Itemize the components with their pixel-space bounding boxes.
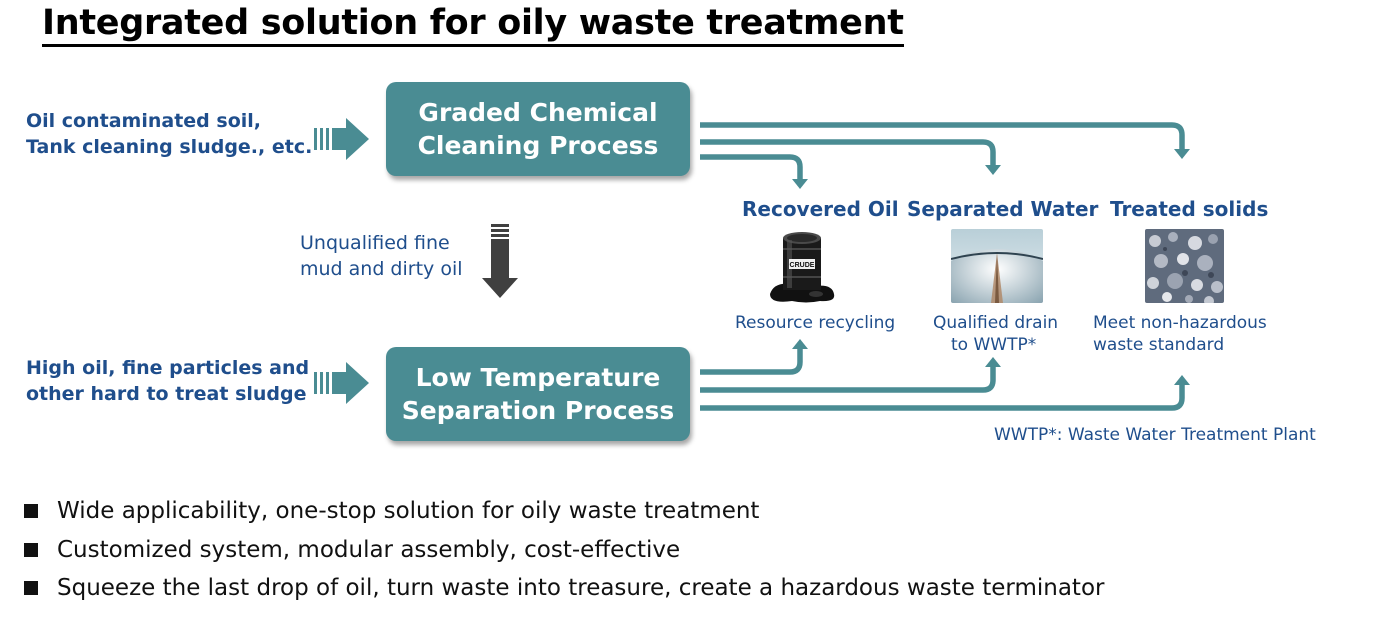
process-lowtemp-line-2: Separation Process [401, 396, 675, 425]
transfer-note-line-2: mud and dirty oil [300, 258, 463, 280]
input-label-top-line-1: Oil contaminated soil, [26, 110, 261, 132]
output-desc-separated-water: Qualified drain to WWTP* [933, 312, 1058, 356]
output-title-separated-water: Separated Water [907, 197, 1099, 221]
input-label-bottom-line-2: other hard to treat sludge [26, 383, 307, 405]
bullet-text: Squeeze the last drop of oil, turn waste… [57, 575, 1105, 601]
process-chemical-line-2: Cleaning Process [417, 131, 659, 160]
output-desc-treated-solids-line-1: Meet non-hazardous [1093, 313, 1267, 333]
bullet-item: Squeeze the last drop of oil, turn waste… [24, 569, 1104, 608]
bullet-list: Wide applicability, one-stop solution fo… [24, 492, 1104, 608]
top-flow-arrows [700, 122, 1185, 180]
input-arrow-top [314, 118, 369, 160]
bullet-text: Customized system, modular assembly, cos… [57, 536, 681, 563]
output-desc-separated-water-line-2: to WWTP* [951, 335, 1037, 355]
bullet-square-icon [24, 581, 38, 596]
output-title-treated-solids: Treated solids [1110, 197, 1269, 221]
output-desc-treated-solids-line-2: waste standard [1093, 335, 1225, 355]
down-arrow [482, 224, 518, 298]
input-label-bottom-line-1: High oil, fine particles and [26, 357, 310, 379]
bullet-square-icon [24, 504, 38, 519]
bullet-item: Wide applicability, one-stop solution fo… [24, 492, 1104, 531]
output-desc-recovered-oil: Resource recycling [735, 312, 895, 334]
transfer-note-line-1: Unqualified fine [300, 232, 450, 254]
process-chemical-line-1: Graded Chemical [418, 98, 658, 127]
input-label-bottom: High oil, fine particles and other hard … [26, 355, 309, 407]
bottom-flow-arrows [700, 348, 1185, 411]
page-title: Integrated solution for oily waste treat… [42, 2, 904, 47]
process-box-low-temperature: Low Temperature Separation Process [386, 347, 690, 441]
transfer-note: Unqualified fine mud and dirty oil [300, 230, 463, 282]
output-title-recovered-oil: Recovered Oil [742, 197, 899, 221]
process-lowtemp-line-1: Low Temperature [415, 363, 661, 392]
output-desc-separated-water-line-1: Qualified drain [933, 313, 1059, 333]
bullet-square-icon [24, 542, 38, 557]
input-label-top: Oil contaminated soil, Tank cleaning slu… [26, 108, 312, 160]
output-desc-treated-solids: Meet non-hazardous waste standard [1093, 312, 1267, 356]
bullet-item: Customized system, modular assembly, cos… [24, 531, 1104, 570]
input-label-top-line-2: Tank cleaning sludge., etc. [26, 136, 313, 158]
output-desc-recovered-oil-line-1: Resource recycling [735, 313, 896, 333]
crude-oil-barrel-icon: CRUDE [766, 228, 838, 304]
input-arrow-bottom [314, 362, 369, 404]
bullet-text: Wide applicability, one-stop solution fo… [57, 498, 760, 524]
process-box-chemical-cleaning: Graded Chemical Cleaning Process [386, 82, 690, 176]
treated-solids-photo [1145, 229, 1224, 303]
barrel-label: CRUDE [790, 262, 815, 269]
footnote-wwtp: WWTP*: Waste Water Treatment Plant [994, 425, 1316, 445]
water-treatment-photo [951, 229, 1043, 303]
